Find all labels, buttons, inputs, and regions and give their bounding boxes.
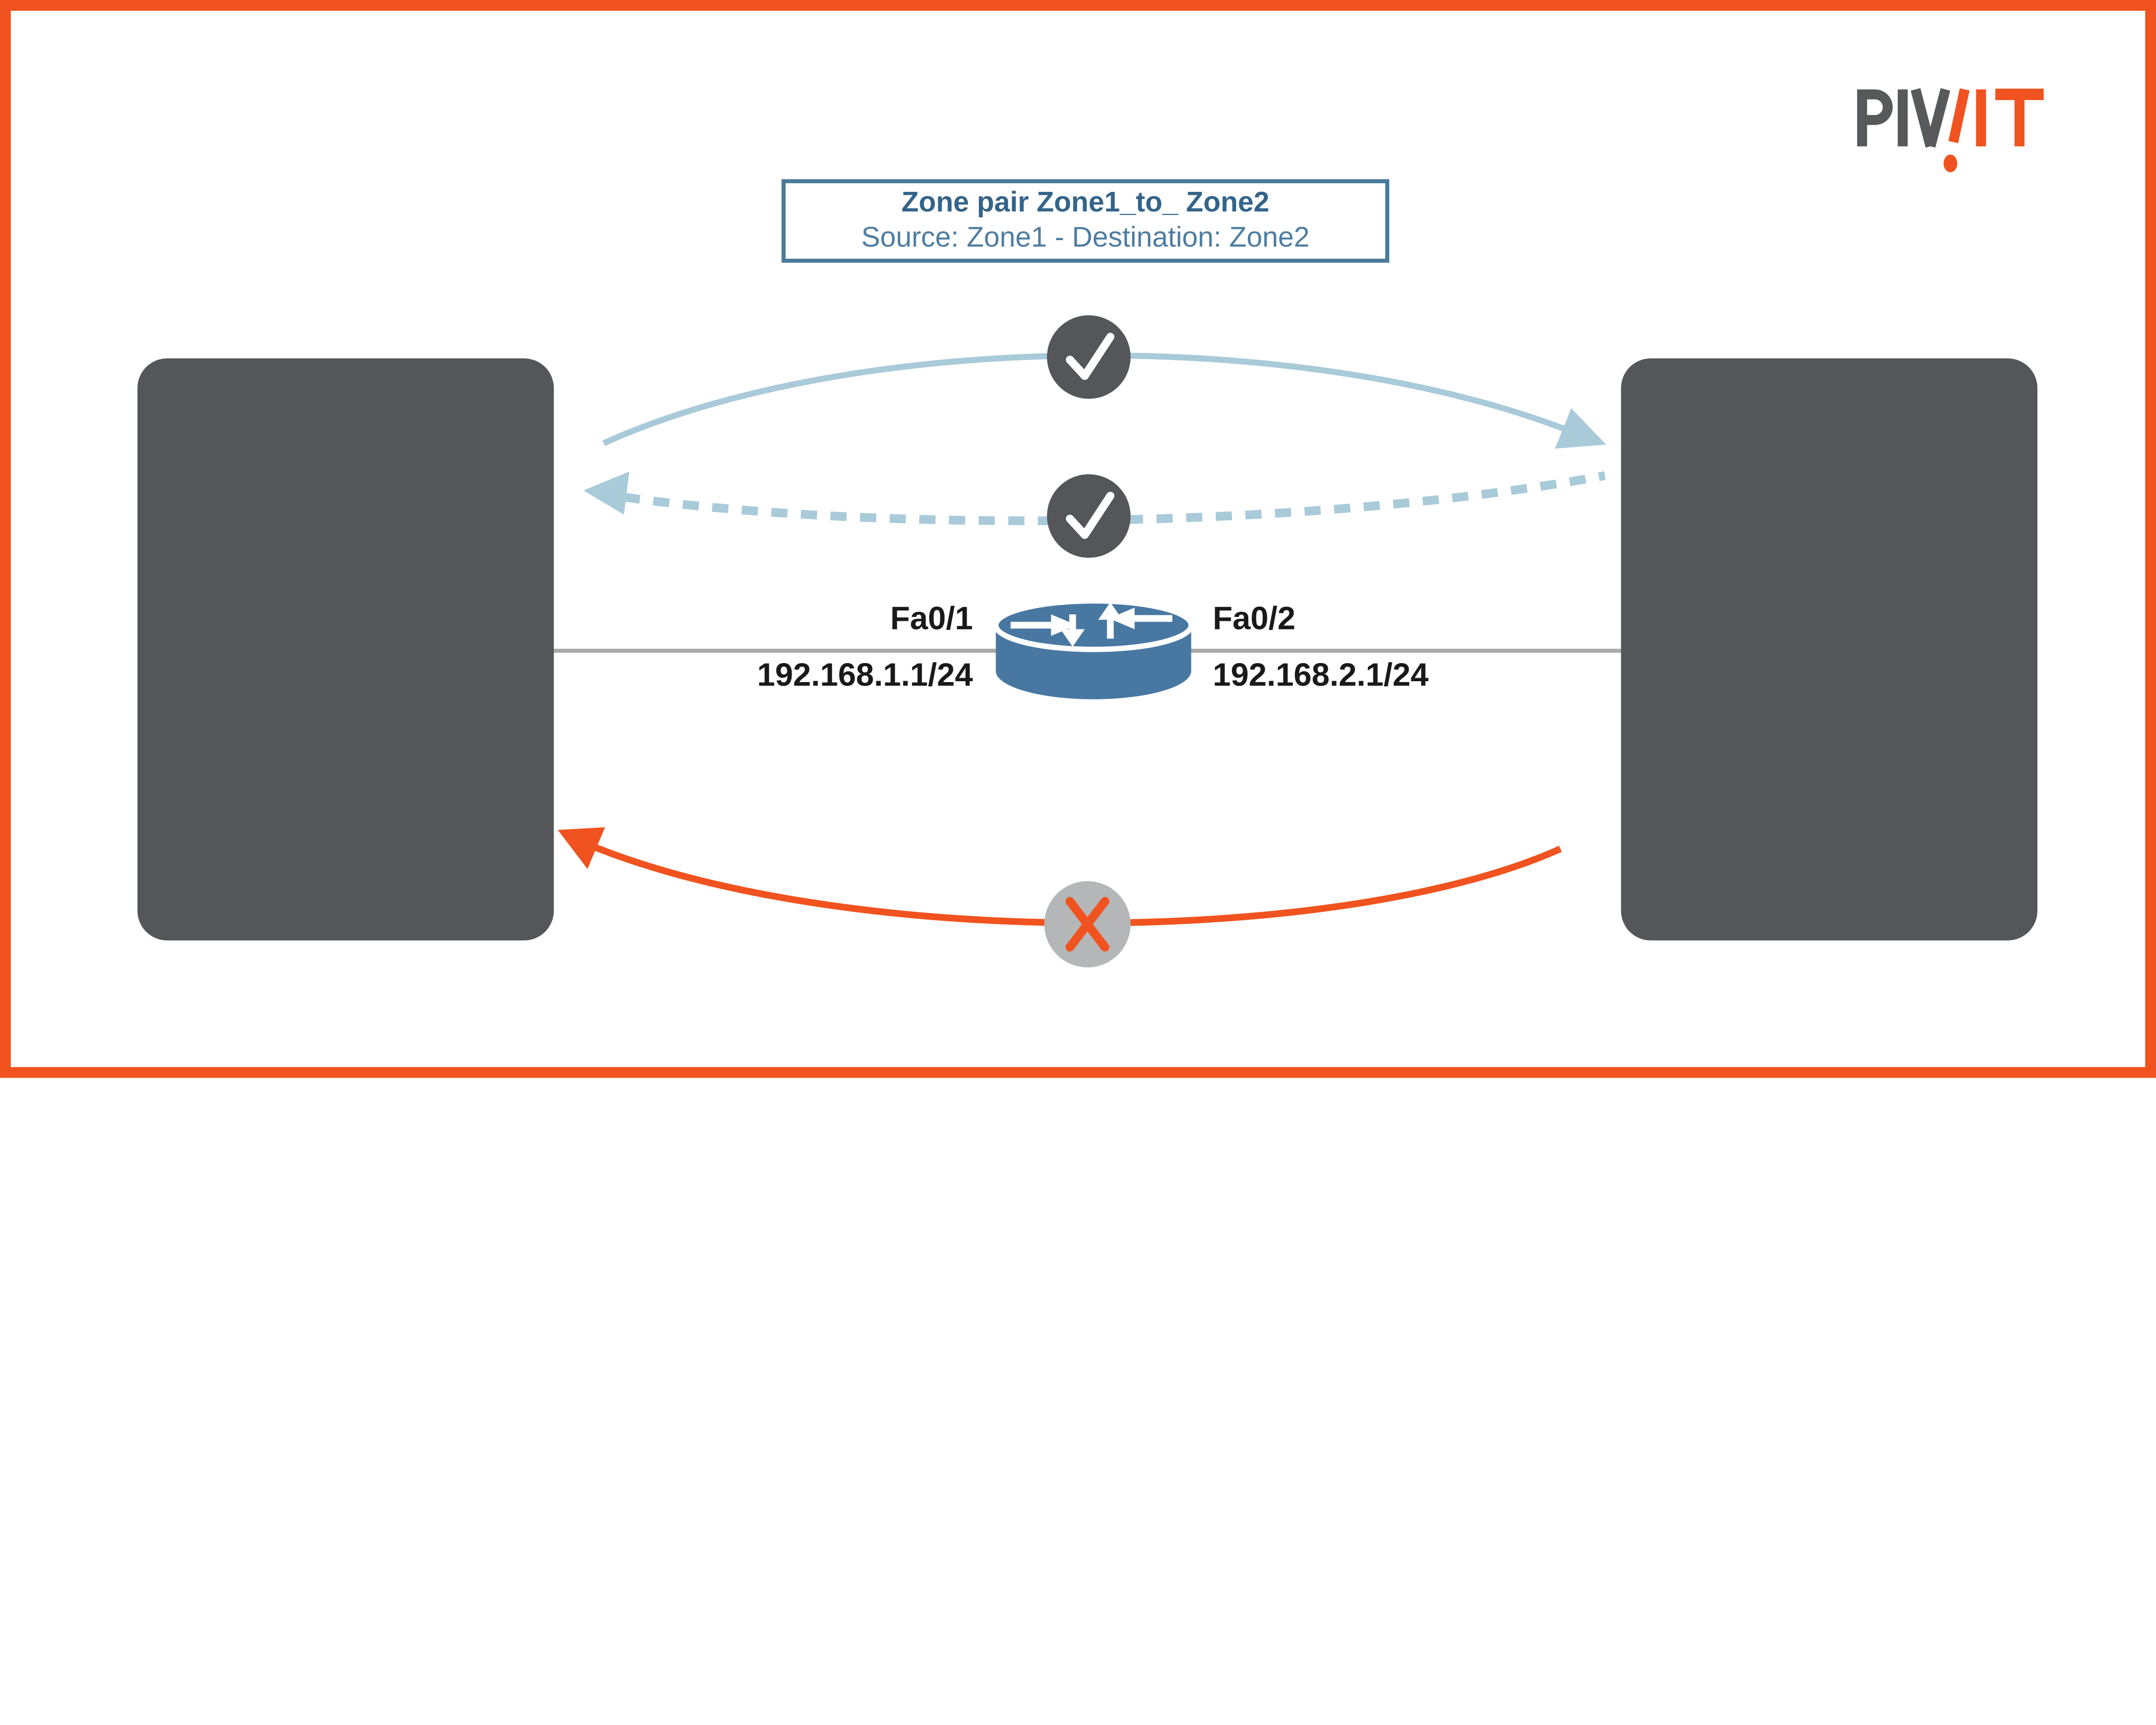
flow-arrow-return [583, 471, 1606, 526]
zone-pair-title-box: Zone pair Zone1_to_ Zone2 Source: Zone1 … [781, 179, 1389, 263]
zone2-label: Zone 2 [1735, 958, 1924, 1023]
permit-check-circle-return [1047, 474, 1131, 558]
arrowhead-left-orange-icon [558, 827, 605, 869]
zone2-box: Zone 2 192.168.2.0/24 [1621, 358, 2037, 1023]
deny-x-circle [1044, 881, 1131, 967]
check-icon [1065, 332, 1115, 380]
router-left-interface-label: Fa0/1 [890, 601, 973, 638]
router-right-interface-label: Fa0/2 [1213, 601, 1296, 638]
router-left-ip-label: 192.168.1.1/24 [757, 657, 973, 694]
zone-pair-title: Zone pair Zone1_to_ Zone2 [901, 188, 1269, 219]
zone-pair-diagram: Zone pair Zone1_to_ Zone2 Source: Zone1 … [0, 0, 2156, 1078]
logo-dot-icon [1943, 154, 1958, 172]
permit-check-circle-forward [1047, 315, 1131, 399]
router-right-ip-label: 192.168.2.1/24 [1213, 657, 1429, 694]
arrowhead-left-icon [583, 471, 630, 515]
arrowhead-right-icon [1555, 408, 1606, 449]
diagram-vector-layer [554, 315, 1621, 967]
router-icon [993, 598, 1194, 699]
zone1-label: Zone 1 [251, 958, 440, 1023]
zone1-box: Zone 1 192.168.1.0/24 [137, 358, 554, 1023]
pivit-logo [1857, 88, 2044, 172]
check-icon [1065, 492, 1115, 539]
zone-pair-subtitle: Source: Zone1 - Destination: Zone2 [861, 222, 1310, 254]
x-icon [1065, 897, 1109, 952]
